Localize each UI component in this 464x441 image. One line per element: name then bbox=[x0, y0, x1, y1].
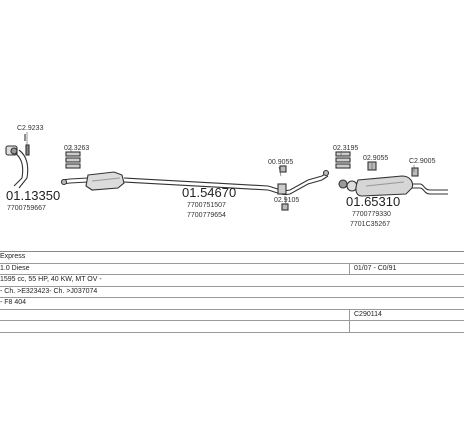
exhaust-diagram: C2.9233 01.13350 7700759667 02.3263 01.5… bbox=[5, 125, 448, 228]
engine-code: - F8 404 bbox=[0, 299, 27, 306]
part-6-label: 02.9105 bbox=[274, 197, 299, 204]
part-4-ref2: 7700779654 bbox=[187, 212, 226, 219]
part-4-number[interactable]: 01.54670 bbox=[182, 185, 236, 200]
part-9-label: C2.9005 bbox=[409, 158, 436, 165]
engine-specs: 1595 cc, 55 HP, 40 KW, MT OV - bbox=[0, 276, 102, 283]
part-2-label: C2.9233 bbox=[17, 125, 44, 132]
production-dates: 01/07 - C0/91 bbox=[354, 264, 397, 272]
model-name: Express bbox=[0, 253, 26, 260]
clamp-drawing bbox=[65, 151, 81, 169]
table-row-specs: 1595 cc, 55 HP, 40 KW, MT OV - bbox=[0, 275, 464, 287]
table-row-chassis: - Ch. >E323423- Ch. >J037074 bbox=[0, 287, 464, 298]
part-3-label: 02.3263 bbox=[64, 145, 89, 152]
table-row-model: Express bbox=[0, 252, 464, 264]
table-row-engine: 1.0 Diese 01/07 - C0/91 bbox=[0, 263, 464, 275]
table-row-engine-code: - F8 404 bbox=[0, 298, 464, 310]
table-row-catalog-code: C290114 bbox=[0, 309, 464, 321]
engine-type: 1.0 Diese bbox=[0, 264, 30, 272]
part-5-label: 00.9055 bbox=[268, 159, 293, 166]
rear-silencer-drawing bbox=[335, 151, 448, 197]
chassis-range: - Ch. >E323423- Ch. >J037074 bbox=[0, 287, 98, 295]
part-10-number[interactable]: 01.65310 bbox=[346, 194, 400, 209]
part-10-ref2: 7701C35267 bbox=[350, 221, 390, 228]
part-8-label: 02.9055 bbox=[363, 155, 388, 162]
part-1-number[interactable]: 01.13350 bbox=[6, 188, 60, 203]
middle-silencer-drawing bbox=[60, 171, 269, 191]
catalog-code: C290114 bbox=[354, 310, 382, 318]
exhaust-drawing: C2.9233 01.13350 7700759667 02.3263 01.5… bbox=[5, 125, 448, 228]
column-divider bbox=[349, 309, 350, 320]
front-pipe-drawing bbox=[5, 145, 29, 189]
leader-lines bbox=[26, 132, 415, 205]
vehicle-info-table: Express 1.0 Diese 01/07 - C0/91 1595 cc,… bbox=[0, 251, 464, 333]
column-divider bbox=[349, 321, 350, 332]
intermediate-pipe-drawing bbox=[267, 165, 330, 211]
column-divider bbox=[349, 263, 350, 274]
part-7-label: 02.3195 bbox=[333, 145, 358, 152]
part-1-ref: 7700759667 bbox=[7, 205, 46, 212]
table-row-empty bbox=[0, 321, 464, 333]
part-10-ref1: 7700779330 bbox=[352, 211, 391, 218]
gasket-drawing bbox=[24, 134, 30, 156]
part-4-ref1: 7700751507 bbox=[187, 202, 226, 209]
